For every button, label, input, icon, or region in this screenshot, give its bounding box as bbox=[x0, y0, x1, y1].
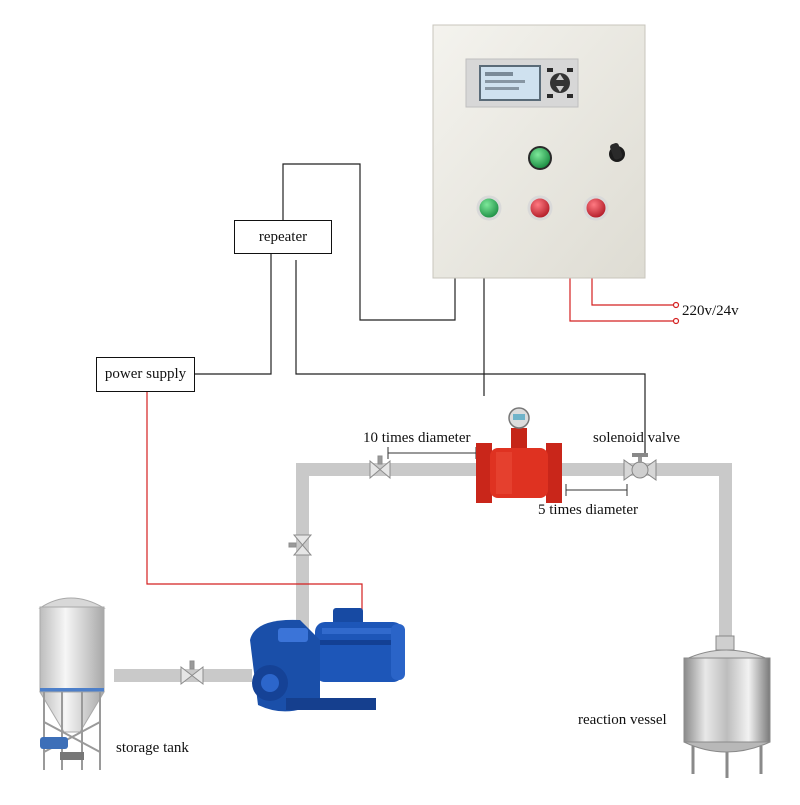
control-cabinet bbox=[432, 24, 646, 279]
terminal-1 bbox=[672, 301, 680, 309]
wire-mains-2 bbox=[569, 278, 674, 322]
repeater-box: repeater bbox=[234, 220, 332, 254]
red-button-middle bbox=[527, 195, 553, 221]
wire-repeater-to-powersupply bbox=[195, 254, 272, 375]
terminal-2 bbox=[672, 317, 680, 325]
wire-powersupply-to-pump bbox=[146, 392, 363, 612]
power-wires bbox=[146, 278, 680, 612]
wire-mains-1 bbox=[591, 278, 674, 306]
signal-wires bbox=[195, 163, 646, 456]
storage-tank-label: storage tank bbox=[116, 740, 189, 756]
reaction-vessel-label: reaction vessel bbox=[578, 712, 667, 728]
solenoid-valve-icon bbox=[623, 453, 657, 481]
red-button-right bbox=[583, 195, 609, 221]
power-supply-label: power supply bbox=[104, 366, 187, 382]
repeater-label: repeater bbox=[258, 228, 308, 245]
green-start-button bbox=[476, 195, 502, 221]
pipe-vessel-drop bbox=[719, 463, 732, 649]
five-times-diameter-label: 5 times diameter bbox=[538, 502, 638, 518]
green-indicator-lamp bbox=[528, 146, 552, 170]
reaction-vessel bbox=[683, 635, 771, 778]
keypad-icon bbox=[547, 68, 573, 98]
power-supply-box: power supply bbox=[96, 357, 195, 392]
manual-valve-bottom-icon bbox=[180, 660, 204, 686]
voltage-label: 220v/24v bbox=[682, 303, 739, 319]
storage-tank bbox=[38, 597, 106, 770]
ten-diameter-dimension bbox=[387, 447, 477, 459]
manual-valve-riser-icon bbox=[288, 534, 313, 556]
selector-switch-icon bbox=[609, 143, 625, 162]
five-diameter-dimension bbox=[565, 484, 628, 496]
solenoid-valve-label: solenoid valve bbox=[593, 430, 681, 446]
pipe-network bbox=[114, 463, 732, 682]
wire-repeater-to-valve bbox=[295, 260, 646, 456]
manual-valve-top-icon bbox=[369, 455, 391, 480]
flow-meter bbox=[476, 407, 562, 503]
wire-repeater-to-cabinet-top bbox=[282, 163, 456, 321]
pump bbox=[250, 608, 405, 712]
ten-times-diameter-label: 10 times diameter bbox=[363, 430, 471, 446]
